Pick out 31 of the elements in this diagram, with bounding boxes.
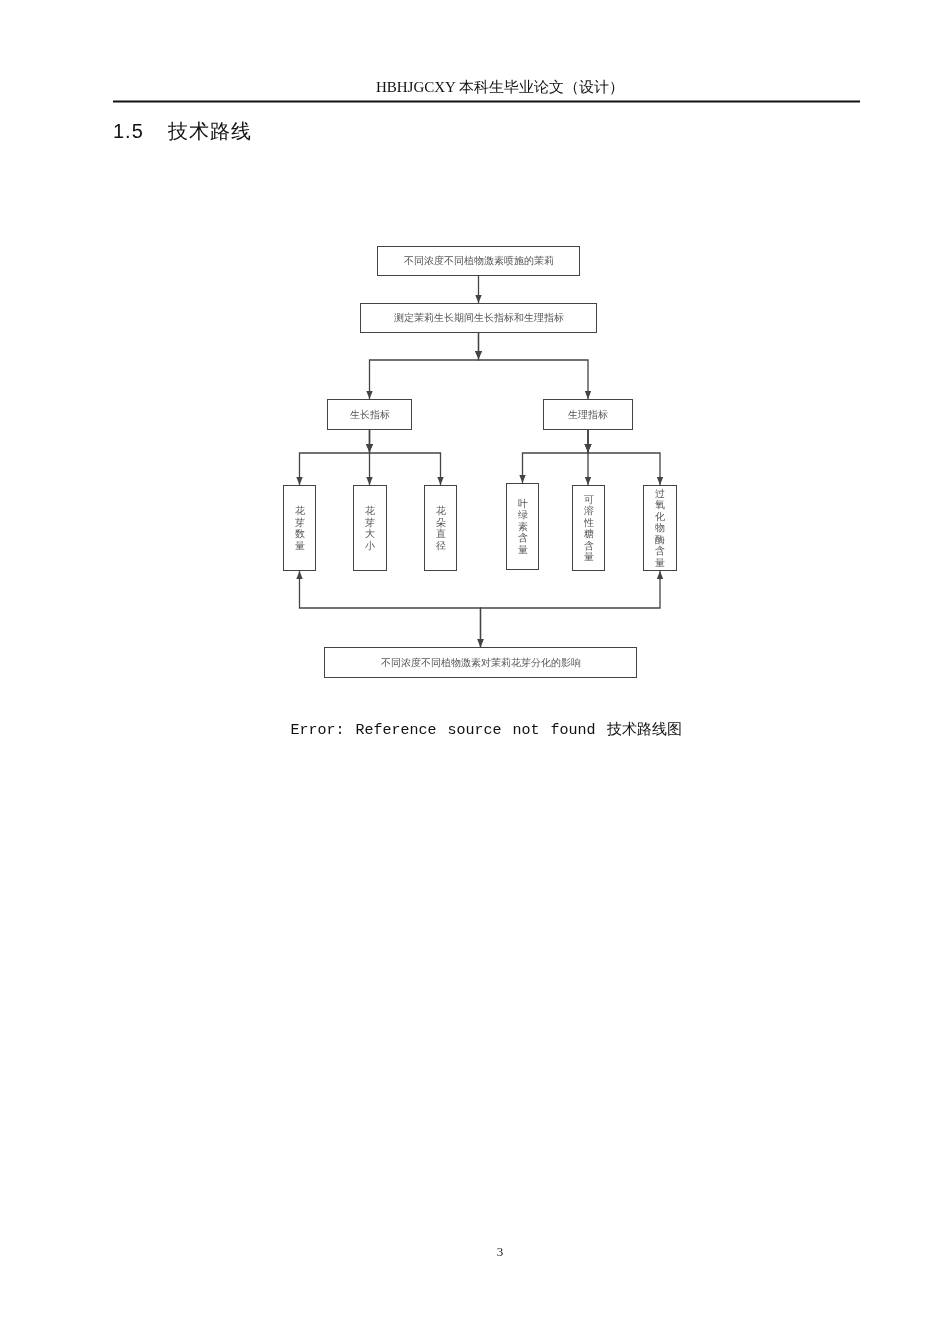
box-label: 花芽大小 (365, 505, 375, 551)
section-heading: 1.5 技术路线 (113, 119, 253, 144)
connector-arrow (366, 429, 444, 486)
connector-arrow (475, 275, 482, 304)
process-box (543, 399, 633, 430)
box-label: 生长指标 (349, 408, 390, 421)
box-label: 测定茉莉生长期间生长指标和生理指标 (393, 312, 564, 324)
process-box (327, 399, 412, 430)
box-label: 生理指标 (568, 408, 608, 421)
vertical-process-box (424, 485, 457, 571)
figure-caption: Error: Reference source not found 技术路线图 (289, 720, 683, 739)
vertical-process-box (353, 485, 387, 571)
box-label: 不同浓度不同植物激素喷施的茉莉 (403, 255, 554, 267)
box-label: 花芽数量 (294, 505, 305, 551)
vertical-process-box (283, 485, 316, 571)
vertical-process-box (572, 485, 605, 571)
vertical-process-box (506, 483, 539, 570)
box-label: 可溶性糖含量 (583, 493, 594, 563)
box-label: 不同浓度不同植物激素对茉莉花芽分化的影响 (380, 656, 581, 669)
page-number: 3 (495, 1244, 505, 1260)
connector-arrow (477, 570, 664, 648)
connector-arrow (584, 429, 664, 486)
connector-arrow (475, 332, 592, 400)
process-box (377, 246, 580, 276)
box-label: 过氧化物酶含量 (655, 487, 665, 569)
process-box (360, 303, 597, 333)
process-box (324, 647, 637, 678)
box-label: 叶绿素含量 (517, 497, 528, 556)
page-header: HBHJGCXY 本科生毕业论文（设计） (374, 78, 626, 97)
box-label: 花朵直径 (435, 505, 446, 551)
vertical-process-box (643, 485, 677, 571)
